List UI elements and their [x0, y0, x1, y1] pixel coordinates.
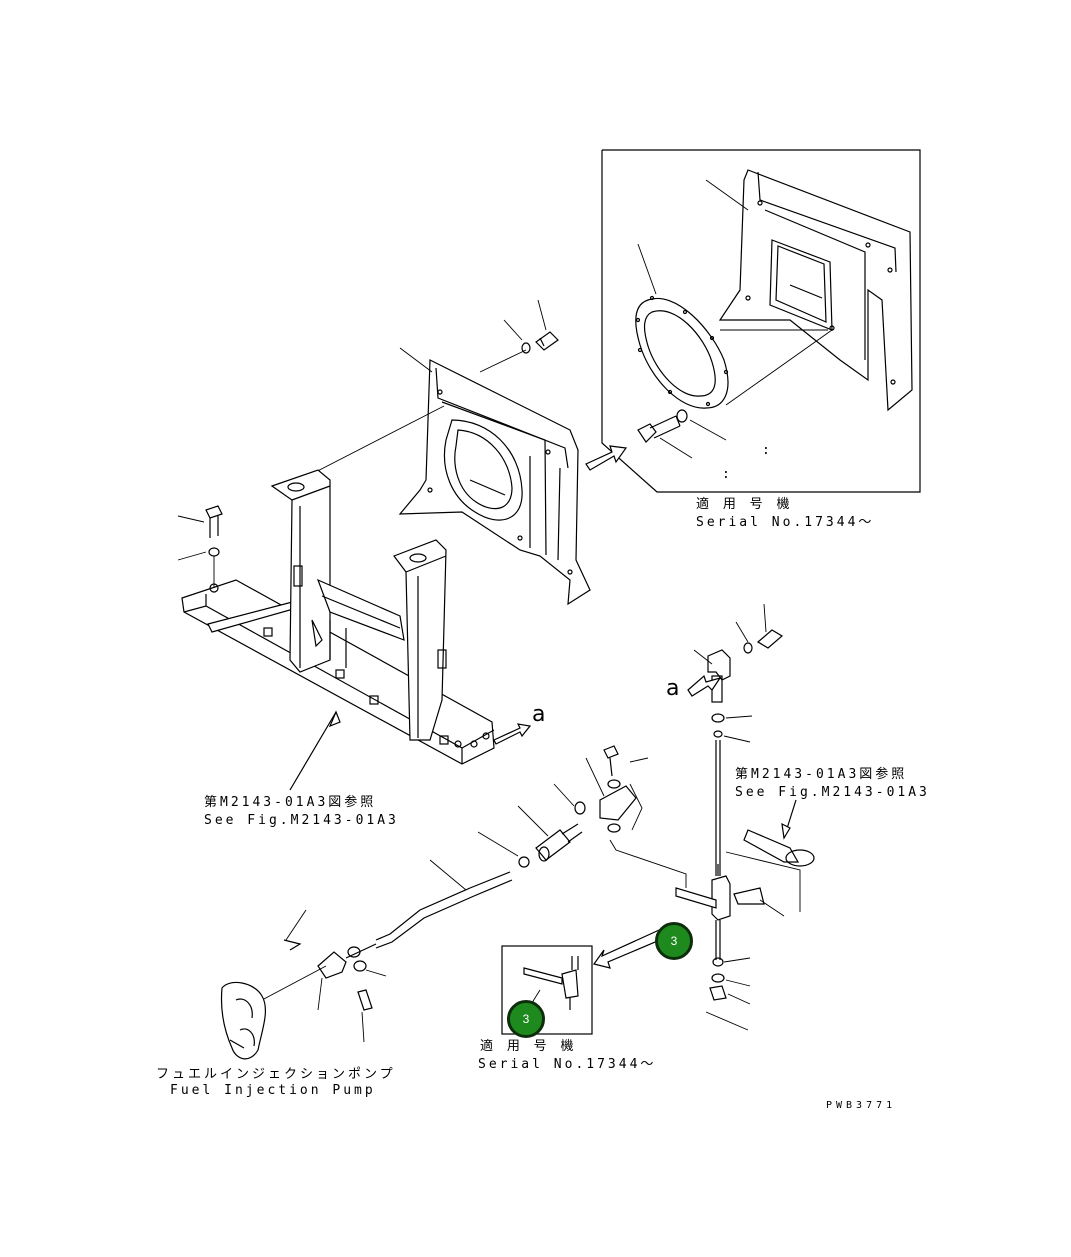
colon-mark: : [762, 443, 773, 458]
arrow-to-inset [585, 445, 628, 471]
bracket-bolt-left [205, 505, 223, 557]
reference-right-en: See Fig.M2143-01A3 [735, 785, 930, 800]
marker-a-right: a [666, 676, 680, 701]
drawing-code: PWB3771 [826, 1100, 897, 1111]
pump-label-jp: フュエルインジェクションポンプ [156, 1067, 396, 1082]
reference-left-jp: 第M2143-01A3図参照 [204, 795, 377, 810]
pump-label-en: Fuel Injection Pump [170, 1083, 376, 1098]
colon-mark: : [722, 467, 733, 482]
serial-number-top: Serial No.17344～ [696, 515, 875, 530]
arrow-a-right [687, 674, 722, 697]
serial-number-bottom: Serial No.17344～ [478, 1057, 657, 1072]
inset-lever [523, 956, 579, 1010]
serial-header-bottom: 適 用 号 機 [480, 1039, 577, 1054]
linkage-assembly [261, 603, 815, 1043]
support-bracket [181, 469, 495, 765]
inset-frame-bottom [501, 945, 593, 1035]
arrow-a-left [493, 723, 532, 745]
reference-right-jp: 第M2143-01A3図参照 [735, 767, 908, 782]
inset-frame [601, 149, 921, 493]
shroud-bolt [521, 331, 559, 354]
reference-left-en: See Fig.M2143-01A3 [204, 813, 399, 828]
fan-shroud [398, 359, 591, 606]
inset-bolt [637, 409, 688, 443]
fuel-injection-pump [220, 981, 266, 1060]
callout-marker[interactable]: 3 [507, 1000, 545, 1038]
callout-marker[interactable]: 3 [655, 922, 693, 960]
marker-a-left: a [532, 702, 546, 727]
serial-header-top: 適 用 号 機 [696, 497, 793, 512]
inset-gasket-ring [635, 295, 729, 409]
inset-fan-shroud [718, 169, 913, 412]
